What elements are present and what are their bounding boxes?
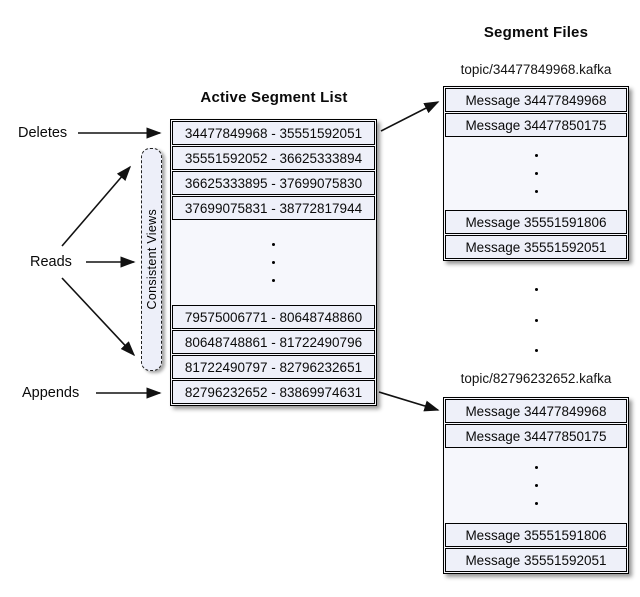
- segment-range-row: 80648748861 - 81722490796: [172, 330, 375, 354]
- consistent-views-box: Consistent Views: [141, 148, 162, 371]
- message-row: Message 35551592051: [445, 235, 627, 259]
- reads-arrow-down: [61, 277, 136, 357]
- topic-label-top: topic/34477849968.kafka: [460, 62, 612, 77]
- ellipsis-dots: [445, 138, 627, 209]
- message-row: Message 34477849968: [445, 399, 627, 423]
- consistent-views-label: Consistent Views: [144, 209, 159, 310]
- active-segment-list-title: Active Segment List: [200, 89, 348, 106]
- segment-range-row: 37699075831 - 38772817944: [172, 196, 375, 220]
- segment-range-row: 79575006771 - 80648748860: [172, 305, 375, 329]
- message-row: Message 35551592051: [445, 548, 627, 572]
- segment-range-row: 35551592052 - 36625333894: [172, 146, 375, 170]
- ellipsis-dots: [445, 449, 627, 522]
- message-row: Message 34477850175: [445, 113, 627, 137]
- active-segment-list-table: 34477849968 - 35551592051 35551592052 - …: [170, 119, 377, 406]
- ellipsis-dots-between-files: [443, 288, 629, 352]
- ellipsis-dots: [172, 221, 375, 304]
- segment-to-top-file-arrow: [380, 101, 440, 132]
- label-reads: Reads: [30, 254, 72, 270]
- segment-range-row: 82796232652 - 83869974631: [172, 380, 375, 404]
- label-deletes: Deletes: [18, 125, 68, 141]
- segment-file-bottom: Message 34477849968 Message 34477850175 …: [443, 397, 629, 574]
- segment-files-title: Segment Files: [483, 24, 589, 41]
- topic-label-bottom: topic/82796232652.kafka: [460, 371, 612, 386]
- segment-to-bottom-file-arrow: [378, 391, 440, 412]
- message-row: Message 35551591806: [445, 210, 627, 234]
- message-row: Message 34477850175: [445, 424, 627, 448]
- segment-range-row: 34477849968 - 35551592051: [172, 121, 375, 145]
- segment-range-row: 36625333895 - 37699075830: [172, 171, 375, 195]
- segment-file-top: Message 34477849968 Message 34477850175 …: [443, 86, 629, 261]
- segment-range-row: 81722490797 - 82796232651: [172, 355, 375, 379]
- message-row: Message 34477849968: [445, 88, 627, 112]
- reads-arrow-up: [61, 165, 132, 247]
- label-appends: Appends: [22, 385, 80, 401]
- message-row: Message 35551591806: [445, 523, 627, 547]
